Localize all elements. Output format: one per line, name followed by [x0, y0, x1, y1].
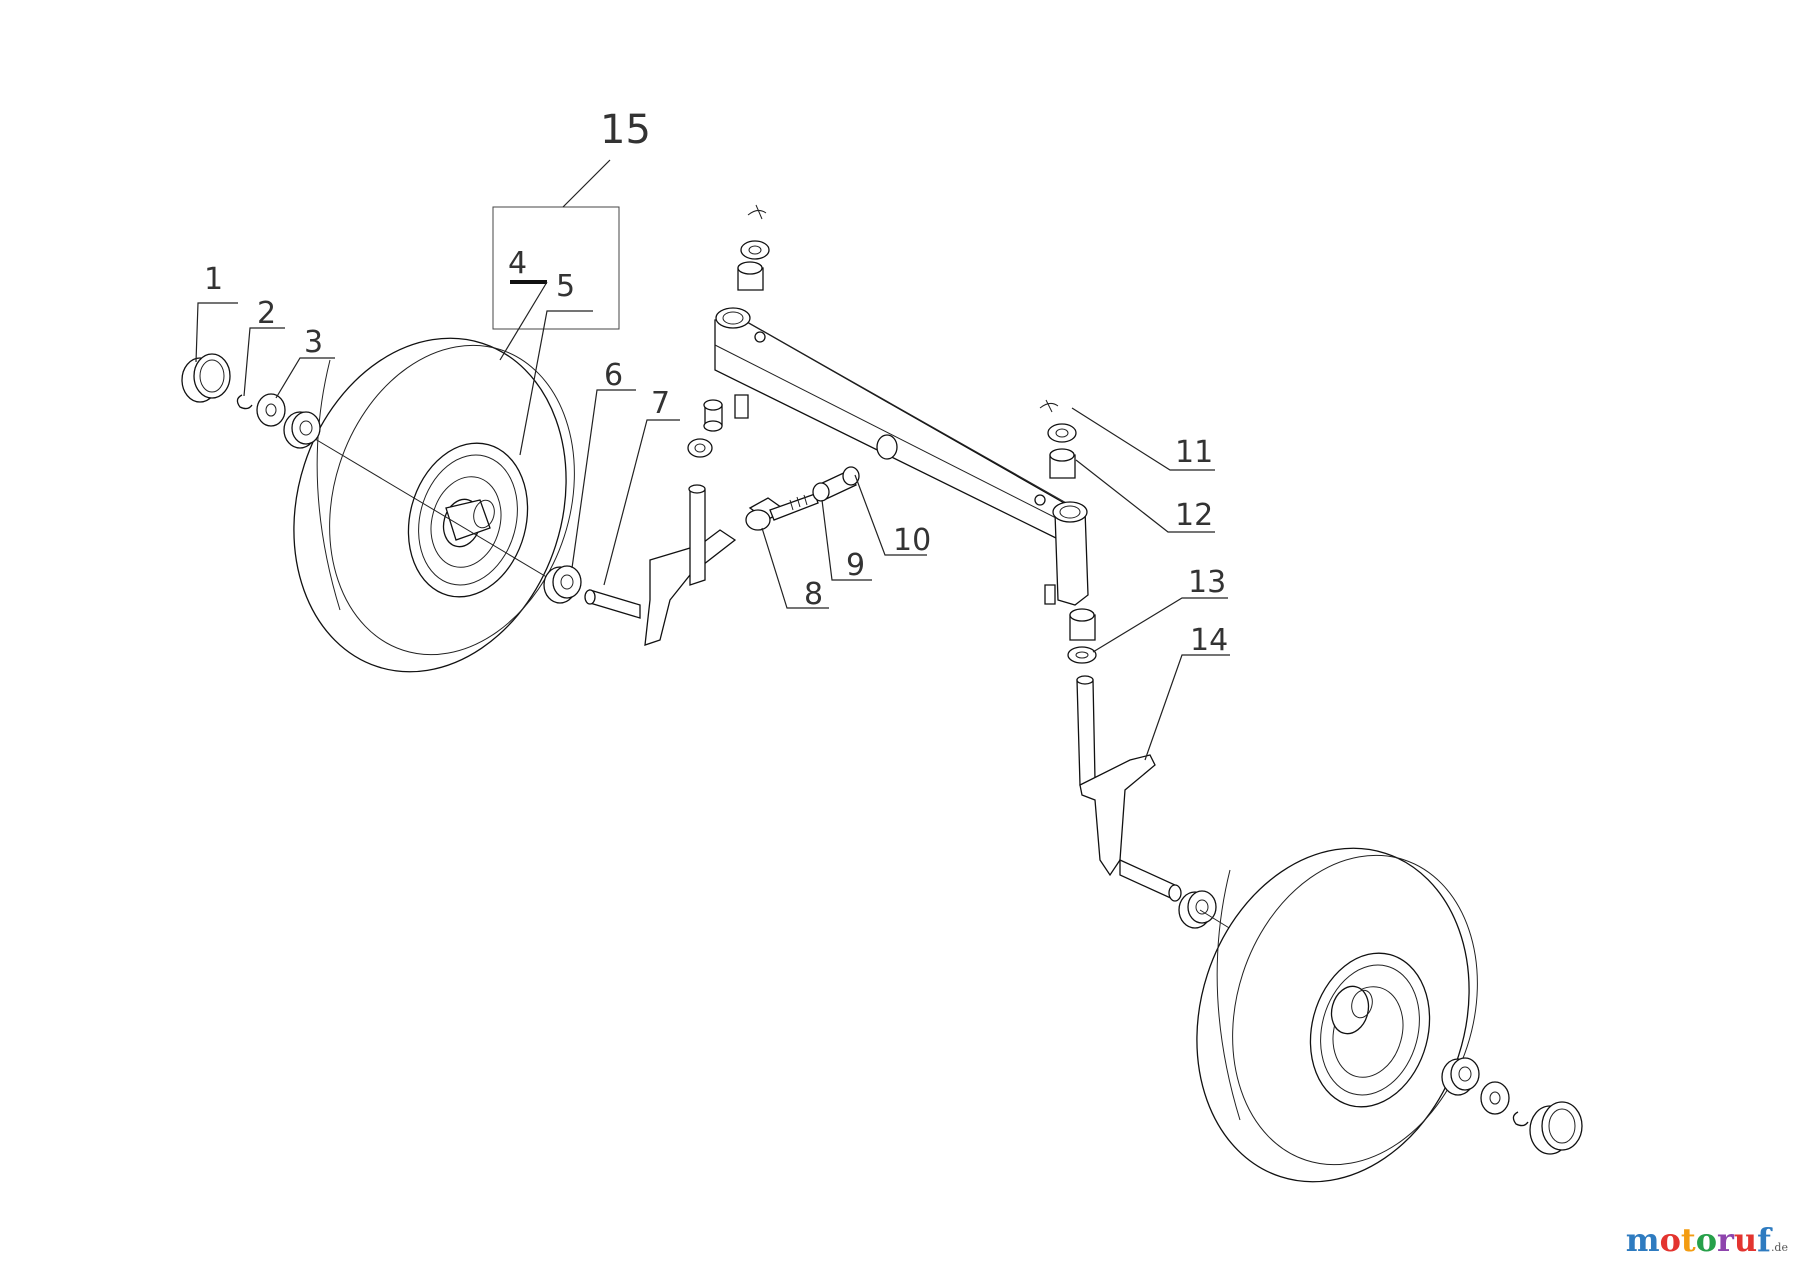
left-cotter-pin: [737, 204, 770, 291]
left-washer: [256, 393, 286, 427]
right-inner-bearing: [1178, 890, 1217, 929]
callout-15: 15: [600, 107, 651, 153]
callout-2: 2: [257, 296, 276, 331]
callout-6: 6: [604, 358, 623, 393]
watermark-logo: motoruf.de: [1626, 1221, 1788, 1259]
left-outer-bearing: [283, 411, 321, 449]
watermark-letter: m: [1625, 1221, 1660, 1259]
left-rim: [407, 442, 529, 598]
right-outer-bearing: [1441, 1057, 1480, 1096]
pivot-spacer: [812, 466, 860, 502]
callout-8: 8: [804, 577, 823, 612]
callout-11: 11: [1175, 435, 1213, 470]
callout-14: 14: [1190, 623, 1228, 658]
callout-10: 10: [893, 523, 931, 558]
watermark-suffix: .de: [1770, 1241, 1788, 1254]
callout-5: 5: [556, 269, 575, 304]
leader-lines: [195, 281, 1230, 761]
watermark-letter: o: [1695, 1221, 1718, 1259]
callout-labels: 1 2 3 4 5 6 7 8 9 10 11 12 13 14 15: [204, 107, 1228, 658]
right-rim: [1309, 952, 1431, 1108]
watermark-letter: f: [1757, 1221, 1771, 1259]
left-inner-bearing: [543, 565, 582, 604]
pivot-bolt: [745, 493, 819, 531]
right-snap-ring: [1512, 1111, 1529, 1127]
left-wheel-assembly: [181, 337, 582, 673]
watermark-letter: u: [1733, 1221, 1758, 1259]
wheel-kit-box: [492, 206, 620, 330]
left-spindle: [584, 484, 737, 646]
left-spindle-bushings: [687, 399, 723, 458]
callout-12: 12: [1175, 498, 1213, 533]
callout-13: 13: [1188, 565, 1226, 600]
right-spindle: [1076, 675, 1182, 902]
right-wheel-assembly: [1178, 847, 1583, 1183]
left-hub-cap: [181, 353, 231, 403]
watermark-letter: o: [1659, 1221, 1681, 1259]
watermark-letter: t: [1680, 1221, 1696, 1259]
left-snap-ring: [236, 394, 253, 410]
watermark-letter: r: [1717, 1221, 1734, 1259]
watermark-text: motoruf: [1626, 1221, 1771, 1259]
callout-1: 1: [204, 262, 223, 297]
callout-3: 3: [304, 325, 323, 360]
right-washer: [1480, 1081, 1510, 1115]
callout-9: 9: [846, 548, 865, 583]
callout-7: 7: [651, 386, 670, 421]
right-lower-bushing: [1067, 608, 1097, 664]
right-hub-cap: [1529, 1101, 1583, 1155]
front-axle-beam: [714, 307, 1089, 606]
callout-4: 4: [508, 246, 527, 281]
right-cotter-pin: [1039, 399, 1077, 443]
right-upper-bushing: [1049, 448, 1076, 479]
